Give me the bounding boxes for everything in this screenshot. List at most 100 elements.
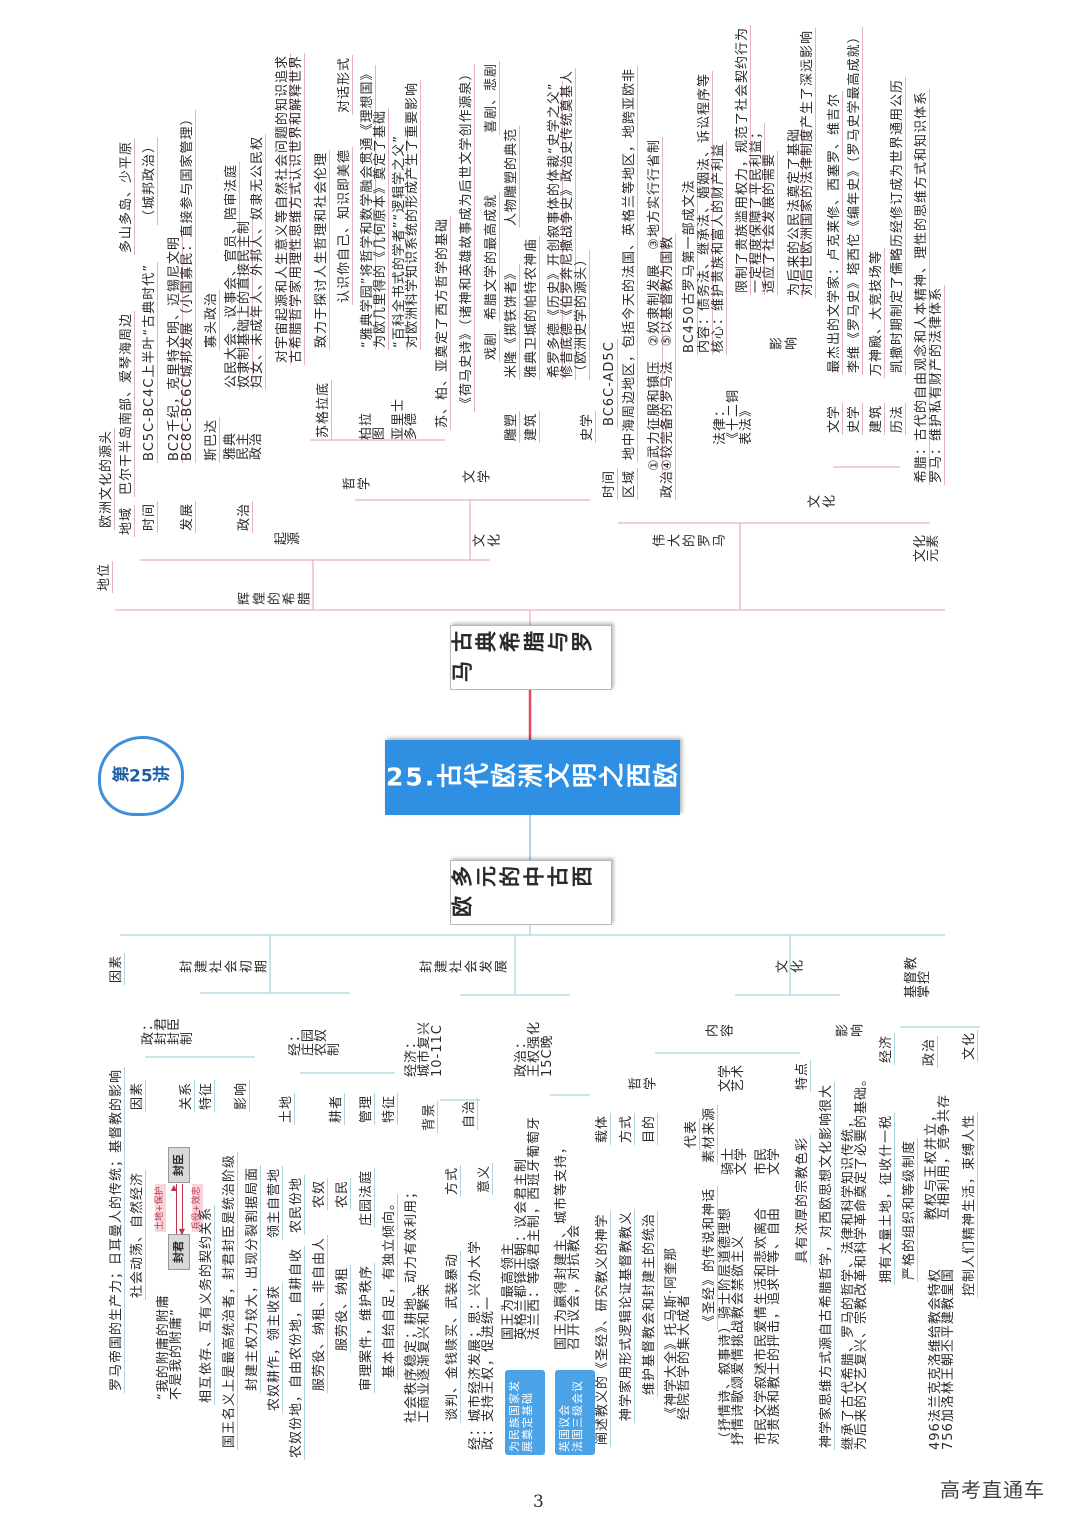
medieval-branch-label: 国王为最高领主 英格兰都铎王朝：议会君主制 法兰西：等级君主制，西班牙葡萄牙 <box>501 1115 542 1340</box>
medieval-branch-label: 经： 庄园 农奴 制 <box>288 1027 342 1056</box>
greece-leaf-text: 对话形式 <box>337 54 353 115</box>
rome-leaf-text: 希腊：古代的自由观念和人本精神、理性的思维方式和知识体系 <box>914 88 930 485</box>
medieval-branch-label-vertical: 影响 <box>835 1025 865 1040</box>
greece-branch-label-vertical: 哲学 <box>342 478 372 493</box>
medieval-branch-label: 经：城市经济发展；思：兴办大学 政：支持王权，促进统一 <box>468 1239 496 1450</box>
rome-leaf-text: 时间 <box>602 467 618 500</box>
greece-leaf-text: 政治 <box>237 500 253 533</box>
medieval-leaf-text: 农民份地 <box>289 1174 305 1235</box>
greece-leaf-text: 《荷马史诗》（诸神和英雄故事成为后世文学创作源泉） <box>459 64 475 412</box>
greece-leaf-text: 对欧洲科学知识系统的形成产生了重要影响 <box>405 79 421 350</box>
medieval-leaf-text: 严格的组织和等级制度 <box>902 1137 918 1282</box>
greece-branch-label-vertical: 辉煌的希腊 <box>237 593 312 608</box>
medieval-leaf-text: 审理案件，维护秩序 <box>359 1262 375 1393</box>
greece-leaf-text: （欧洲史学的源头） <box>574 249 590 380</box>
medieval-highlight-box: 为民族国家发展奠定基础 <box>505 1370 545 1455</box>
medieval-branch-label: 社会秩序稳定；耕地、动力有效利用； 工商业逐渐复兴和繁荣 <box>404 1184 432 1423</box>
medieval-leaf-text: 国王名义上是最高统治者，封君封臣是统治阶级 <box>222 1151 238 1450</box>
greece-branch-label: 起 源 <box>274 530 302 545</box>
medieval-branch-label: 经济： 城市复兴 10-11C <box>404 1020 445 1077</box>
lord-gives-label: 土地+保护 <box>155 1184 166 1232</box>
medieval-leaf-text: 相互依存、互有义务的契约关系 <box>199 1204 215 1405</box>
medieval-leaf-text: 影响 <box>234 1079 250 1112</box>
rome-leaf-text: 历法 <box>890 402 906 435</box>
medieval-leaf-text: 神学家思维方式源自古希腊哲学，对西欧思想文化影响很大 <box>819 1081 835 1450</box>
medieval-branch-label: 教权与王权并立， 互相利用，竞争共存 <box>924 1093 952 1220</box>
vassal-box: 封臣 <box>168 1147 190 1183</box>
arrow-line <box>176 1184 177 1234</box>
greece-leaf-text: 戏剧 <box>484 329 500 362</box>
watermark: 高考直通车 <box>940 1478 1045 1502</box>
medieval-leaf-text: 特征 <box>382 1092 398 1125</box>
rome-branch-label-vertical: 影响 <box>769 338 799 353</box>
greece-leaf-text: 喜剧、悲剧 <box>484 60 500 135</box>
medieval-leaf-text: 经济 <box>879 1032 895 1065</box>
greece-leaf-text: 时间 <box>142 500 158 533</box>
rome-branch-label-vertical: 伟大的罗马 <box>652 535 727 550</box>
medieval-leaf-text: 服劳役、纳租、非自由人 <box>312 1234 328 1393</box>
medieval-branch-label-vertical: 哲学 <box>628 1078 658 1093</box>
medieval-leaf-text: 具有浓厚的宗教色彩 <box>795 1134 811 1265</box>
medieval-leaf-text: 素材来源 <box>702 1104 718 1165</box>
medieval-leaf-text: 代表 <box>684 1117 700 1150</box>
medieval-leaf-text: 社会动荡、自然经济 <box>130 1169 146 1300</box>
greece-leaf-text: 巴尔干半岛南部、爱琴海周边 <box>119 310 135 497</box>
rome-branch-label-vertical: 文化 <box>807 496 837 511</box>
medieval-branch-label: （抒情诗、叙事诗）骑士阶层道德理想 抒情诗歌颂爱情挑战教会禁欲主义 <box>718 1206 746 1445</box>
greece-leaf-text: 寡头政治 <box>204 289 220 350</box>
medieval-branch-label: 市民 文学 <box>754 1146 782 1175</box>
medieval-leaf-text: 载体 <box>595 1112 611 1145</box>
page-number: 3 <box>533 1492 544 1512</box>
medieval-branch-label-vertical: 封建社会发展 <box>419 961 509 976</box>
greece-leaf-text: 建筑 <box>524 410 540 443</box>
medieval-leaf-text: 神学家用形式逻辑论证基督教教义 <box>619 1208 635 1423</box>
greece-leaf-text: 雕塑 <box>504 410 520 443</box>
medieval-leaf-text: 特点 <box>795 1059 811 1092</box>
greece-leaf-text: 发展 <box>180 500 196 533</box>
medieval-branch-label: 市民文学叙述市民爱情生活和悲欢离合 对贵族和教士的抨击，追求平等、自由 <box>754 1206 782 1445</box>
rome-leaf-text: 万神殿、大竞技场等 <box>869 247 885 378</box>
medieval-leaf-text: 阐述教义的《圣经》、研究教义的神学 <box>595 1211 611 1447</box>
medieval-leaf-text: 农奴份地，自由农份地，自耕自收 <box>289 1245 305 1460</box>
arrow-right-icon: ▶ <box>169 1184 178 1191</box>
central-topic[interactable]: 25.古代欧洲文明之西欧 <box>385 740 680 815</box>
medieval-leaf-text: 因素 <box>109 952 125 985</box>
greece-leaf-text: 米隆《掷铁饼者》 <box>504 263 520 380</box>
medieval-branch-label-vertical: 封建社会初期 <box>179 961 269 976</box>
medieval-leaf-text: 封建主权力较大，出现分裂割据局面 <box>245 1164 261 1393</box>
greece-leaf-text: 多山多岛、少平原 <box>119 138 135 255</box>
rome-leaf-text: BC450古罗马第一部成文法 <box>682 177 698 355</box>
medieval-leaf-text: 罗马帝国的生产力；日耳曼人的传统；基督教的影响 <box>109 1066 125 1393</box>
greece-branch-label-vertical: 文化 <box>472 535 502 550</box>
medieval-leaf-text: 《圣经》的传说和神话 <box>702 1185 718 1330</box>
medieval-branch-label: 政： 封君 封臣 制 <box>141 1016 195 1045</box>
medieval-leaf-text: 控制人们精神生活，束缚人性 <box>962 1111 978 1298</box>
medieval-leaf-text: 农奴耕作，领主收获 <box>267 1282 283 1413</box>
medieval-branch-label: 国王为赢得封建主、城市等支持， 召开议会，对抗教会 <box>554 1139 582 1350</box>
medieval-leaf-text: 农奴 <box>312 1177 328 1210</box>
medieval-leaf-text: 领主自营地 <box>267 1165 283 1240</box>
medieval-branch-label: 继承了古代希腊、罗马的哲学、法律和科学知识传统， 为后来的文艺复兴、宗教改革和科… <box>841 1071 869 1450</box>
node-classical-greece-rome[interactable]: 古典希腊与罗马 <box>450 625 612 690</box>
rome-leaf-text: 核心：维护贵族和富人的财产利益 <box>711 140 727 355</box>
greece-leaf-text: 致力于探讨人生哲理和社会伦理 <box>314 149 330 350</box>
rome-leaf-text: 最杰出的文学家：卢克莱修、西塞罗、维吉尔 <box>827 90 843 375</box>
rome-leaf-text: 地中海周边地区，包括今天的法国、英格兰等地区，地跨亚欧非 <box>622 65 638 462</box>
arrow-line <box>182 1184 183 1234</box>
greece-leaf-text: 苏、柏、亚奠定了西方哲学的基础 <box>435 215 451 430</box>
medieval-branch-label: “我的附庸的附庸 不是我的附庸” <box>156 1294 184 1400</box>
rome-branch-label: 文化 元素 <box>913 533 941 562</box>
rome-leaf-text: 罗马：维护私有财产的法律体系 <box>929 284 945 485</box>
medieval-leaf-text: 方式 <box>619 1112 635 1145</box>
medieval-leaf-text: 农民 <box>335 1177 351 1210</box>
rome-leaf-text: 区域 <box>622 467 638 500</box>
node-medieval-western-europe[interactable]: 多元的中古西欧 <box>450 860 612 925</box>
medieval-leaf-text: 背景 <box>422 1100 438 1133</box>
medieval-leaf-text: 拥有大量土地，征收什一税 <box>879 1112 895 1285</box>
medieval-branch-label: 骑士 文学 <box>721 1146 749 1175</box>
medieval-leaf-text: 谈判、金钱赎买、武装暴动 <box>445 1250 461 1423</box>
greece-leaf-text: 希腊文学的最高成就 <box>484 191 500 322</box>
rome-leaf-text: 史学 <box>847 402 863 435</box>
greece-leaf-text: BC8C-BC6C城邦发展（小国寡民：直接参与国家管理） <box>180 109 196 463</box>
